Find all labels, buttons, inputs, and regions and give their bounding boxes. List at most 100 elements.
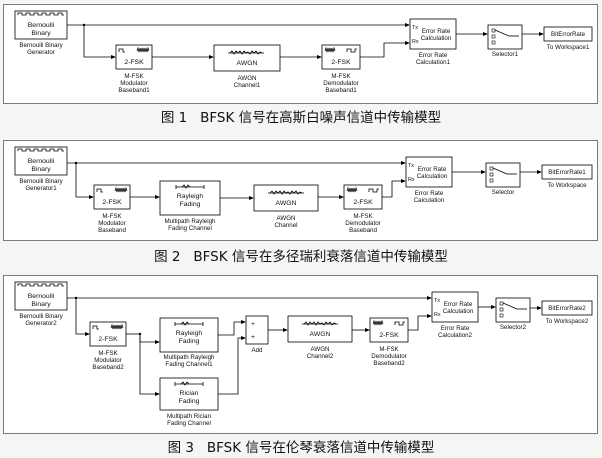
add-plus-sign: + — [251, 334, 255, 341]
figure-3-caption: 图 3 BFSK 信号在伦琴衰落信道中传输模型 — [167, 440, 435, 456]
mfsk-modulator-block[interactable]: 2-FSK — [115, 44, 153, 70]
rayleigh-text: Rayleigh — [176, 330, 203, 337]
modulator-label: M-FSK — [124, 73, 144, 80]
error-rate-label: Error Rate — [419, 52, 448, 59]
modulator-label: M-FSK — [98, 350, 118, 357]
generator-label: Bernoulli Binary — [19, 178, 63, 185]
workspace-label: To Workspace — [547, 182, 587, 189]
error-rate-tx-port: Tx — [408, 163, 414, 169]
rician-label: Multipath Rician — [167, 413, 212, 420]
rayleigh-text: Fading — [179, 338, 200, 345]
demodulator-label: Demodulator — [323, 80, 358, 87]
awgn-channel-block[interactable]: AWGN — [213, 44, 281, 72]
awgn-text: AWGN — [310, 331, 331, 338]
generator-label: Generator — [27, 49, 55, 56]
awgn-label: Channel — [274, 222, 297, 229]
selector-label: Selector2 — [500, 324, 527, 331]
error-rate-tx-port: Tx — [434, 298, 440, 304]
rician-fading-block[interactable]: Rician Fading — [159, 377, 219, 411]
diagram-rayleigh-channel: Bernoulli Binary Bernoulli Binary Genera… — [3, 140, 598, 241]
error-rate-text: Calculation — [417, 173, 448, 180]
rayleigh-label: Multipath Rayleigh — [164, 354, 215, 361]
diagram-2-canvas: Bernoulli Binary Bernoulli Binary Genera… — [14, 146, 593, 234]
demodulator-label: Baseband1 — [325, 87, 357, 94]
signal-wires — [67, 23, 544, 59]
selector-block[interactable] — [495, 297, 531, 323]
figure-1-caption: 图 1 BFSK 信号在高斯白噪声信道中传输模型 — [160, 110, 442, 126]
error-rate-text: Error Rate — [422, 28, 451, 35]
generator-line2: Binary — [31, 166, 51, 173]
rayleigh-text: Fading — [180, 201, 201, 208]
bernoulli-generator-block[interactable]: Bernoulli Binary — [14, 146, 68, 176]
error-rate-rx-port: Rx — [434, 312, 441, 318]
error-rate-label: Error Rate — [415, 190, 444, 197]
error-rate-text: Error Rate — [418, 166, 447, 173]
signal-wires — [67, 296, 542, 396]
to-workspace-block[interactable]: BitErrorRate1 — [541, 164, 593, 180]
error-rate-rx-port: Rx — [408, 177, 415, 183]
add-plus-sign: + — [251, 321, 255, 328]
rayleigh-text: Rayleigh — [177, 193, 204, 200]
modulator-label: Modulator — [94, 357, 122, 364]
selector-block[interactable] — [485, 162, 521, 188]
generator-line2: Binary — [31, 30, 51, 37]
selector-label: Selector — [492, 189, 515, 196]
error-rate-text: Calculation — [421, 35, 452, 42]
modulator-text: 2-FSK — [102, 199, 122, 206]
rayleigh-label: Multipath Rayleigh — [165, 218, 216, 225]
awgn-label: AWGN — [310, 346, 329, 353]
awgn-label: Channel2 — [307, 353, 334, 360]
generator-label: Bernoulli Binary — [19, 313, 63, 320]
awgn-channel-block[interactable]: AWGN — [287, 315, 353, 343]
demodulator-label: Demodulator — [371, 353, 406, 360]
modulator-label: Baseband1 — [118, 87, 150, 94]
awgn-label: Channel1 — [234, 82, 261, 89]
error-rate-rx-port: Rx — [412, 39, 419, 45]
rayleigh-label: Fading Channel — [168, 225, 212, 232]
mfsk-demodulator-block[interactable]: 2-FSK — [369, 317, 409, 343]
rayleigh-fading-block[interactable]: Rayleigh Fading — [159, 317, 219, 353]
error-rate-block[interactable]: Tx Rx Error Rate Calculation — [431, 291, 479, 323]
error-rate-label: Calculation — [414, 197, 445, 204]
demodulator-label: Demodulator — [345, 220, 380, 227]
generator-label: Bernoulli Binary — [19, 42, 63, 49]
modulator-label: Baseband2 — [92, 364, 124, 371]
error-rate-label: Error Rate — [441, 325, 470, 332]
selector-block[interactable] — [487, 24, 523, 50]
error-rate-label: Calculation2 — [438, 332, 473, 339]
error-rate-text: Calculation — [443, 308, 474, 315]
error-rate-block[interactable]: Tx Rx Error Rate Calculation — [409, 18, 457, 50]
signal-wires — [67, 161, 542, 200]
rayleigh-fading-block[interactable]: Rayleigh Fading — [159, 180, 221, 216]
awgn-label: AWGN — [276, 215, 295, 222]
demodulator-label: Baseband2 — [373, 360, 405, 367]
workspace-text: BitErrorRate2 — [548, 305, 586, 312]
modulator-label: Modulator — [98, 220, 126, 227]
awgn-text: AWGN — [276, 200, 297, 207]
generator-line2: Binary — [31, 301, 51, 308]
modulator-label: Baseband — [98, 227, 126, 234]
diagram-rician-channel: Bernoulli Binary Bernoulli Binary Genera… — [3, 275, 598, 434]
mfsk-modulator-block[interactable]: 2-FSK — [93, 184, 131, 210]
demodulator-text: 2-FSK — [379, 332, 399, 339]
add-block[interactable]: + + — [245, 315, 269, 345]
to-workspace-block[interactable]: BitErrorRate2 — [541, 300, 593, 316]
rician-label: Fading Channel — [167, 420, 211, 427]
mfsk-modulator-block[interactable]: 2-FSK — [89, 321, 127, 347]
mfsk-demodulator-block[interactable]: 2-FSK — [321, 44, 361, 70]
error-rate-block[interactable]: Tx Rx Error Rate Calculation — [405, 156, 453, 188]
bernoulli-generator-block[interactable]: Bernoulli Binary — [14, 281, 68, 311]
add-label: Add — [251, 347, 263, 354]
mfsk-demodulator-block[interactable]: 2-FSK — [343, 184, 383, 210]
awgn-channel-block[interactable]: AWGN — [253, 184, 319, 212]
to-workspace-block[interactable]: BitErrorRate — [543, 26, 593, 42]
modulator-label: M-FSK — [102, 213, 122, 220]
diagram-awgn-channel: Bernoulli Binary Bernoulli Binary Genera… — [3, 4, 598, 104]
demodulator-label: M-FSK — [379, 346, 399, 353]
error-rate-tx-port: Tx — [412, 25, 418, 31]
bernoulli-generator-block[interactable]: Bernoulli Binary — [14, 10, 68, 40]
generator-line1: Bernoulli — [28, 22, 55, 29]
figure-2-caption: 图 2 BFSK 信号在多径瑞利衰落信道中传输模型 — [154, 249, 448, 265]
demodulator-label: M-FSK — [353, 213, 373, 220]
rician-text: Rician — [180, 390, 199, 397]
